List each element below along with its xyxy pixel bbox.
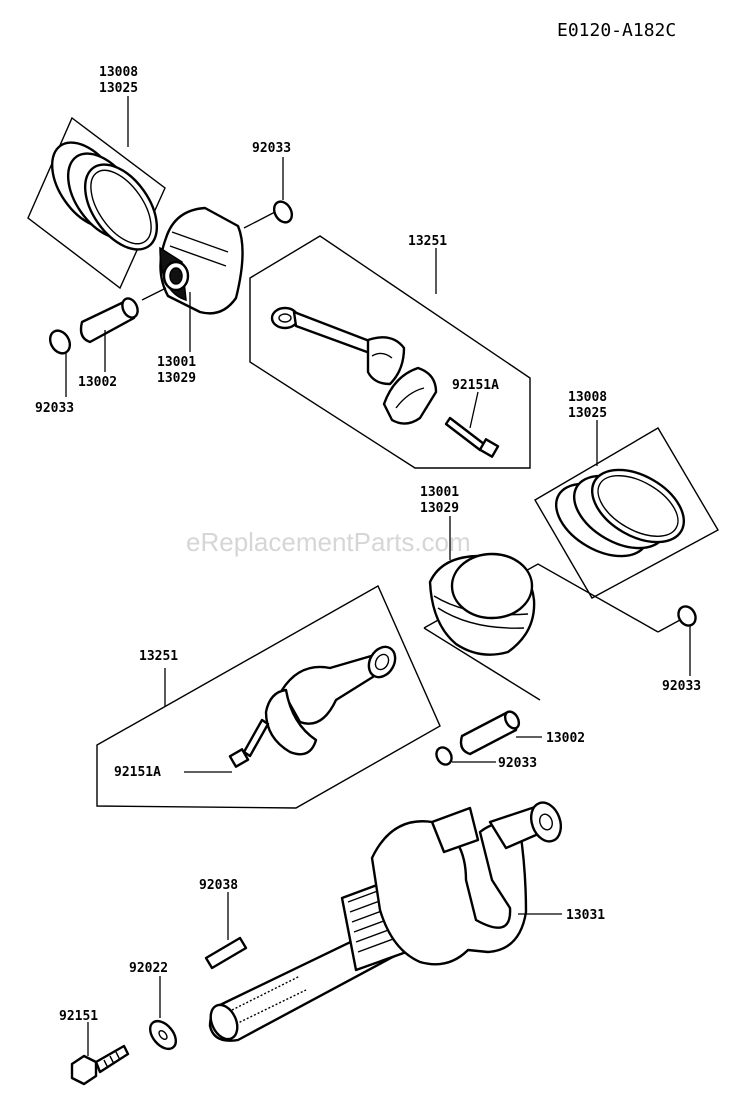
conrod-bottom-box	[96, 585, 441, 809]
conrod-bottom-group	[96, 585, 441, 809]
crankshaft	[208, 801, 563, 1042]
ring-set-top-group	[27, 116, 166, 290]
washer	[148, 1019, 178, 1051]
leader-pin-link	[141, 287, 167, 301]
piston-mid	[423, 552, 659, 701]
crankshaft-bolt	[70, 1044, 130, 1086]
pin-clip-top-right	[272, 200, 294, 224]
connecting-rod-bottom	[280, 645, 397, 725]
piston-ring-set-right	[554, 468, 686, 558]
rod-bolt-top	[444, 416, 500, 458]
leader-clip-link	[243, 211, 276, 229]
woodruff-key	[204, 936, 248, 970]
label-piston-mid-2: 13029	[420, 501, 459, 516]
label-piston-top-1: 13001	[157, 355, 196, 370]
ring-set-box	[27, 116, 166, 290]
label-pin-bottom: 13002	[546, 731, 585, 746]
pin-clip-top-left	[48, 329, 72, 355]
label-ring-right-1: 13008	[568, 390, 607, 405]
label-pin-top: 13002	[78, 375, 117, 390]
label-washer: 92022	[129, 961, 168, 976]
piston-pin-top	[79, 297, 139, 344]
leader-clip-right-link	[657, 619, 681, 633]
piston-top	[159, 206, 244, 315]
rod-cap-bottom	[264, 688, 318, 756]
rod-bolt-bottom	[228, 718, 270, 768]
connecting-rod-top	[270, 306, 406, 386]
label-clip-bottom: 92033	[498, 756, 537, 771]
label-ring-top-2: 13025	[99, 81, 138, 96]
label-ring-right-2: 13025	[568, 406, 607, 421]
label-clip-right: 92033	[662, 679, 701, 694]
leader-bolt-top	[469, 391, 479, 429]
label-clip-top-left: 92033	[35, 401, 74, 416]
label-bolt-bottom: 92151A	[114, 765, 161, 780]
label-clip-top-right: 92033	[252, 141, 291, 156]
label-piston-top-2: 13029	[157, 371, 196, 386]
conrod-top-group	[249, 235, 531, 469]
label-crank-bolt: 92151	[59, 1009, 98, 1024]
piston-pin-bottom	[459, 710, 521, 756]
conrod-top-box	[249, 235, 531, 469]
label-ring-top-1: 13008	[99, 65, 138, 80]
ring-set-right-box	[534, 427, 719, 599]
piston-ring-set-top	[50, 141, 159, 251]
label-conrod-bottom: 13251	[139, 649, 178, 664]
label-piston-mid-1: 13001	[420, 485, 459, 500]
pin-clip-right	[677, 605, 697, 627]
label-conrod-top: 13251	[408, 234, 447, 249]
watermark: eReplacementParts.com	[186, 527, 471, 557]
label-key: 92038	[199, 878, 238, 893]
label-crankshaft: 13031	[566, 908, 605, 923]
label-bolt-top: 92151A	[452, 378, 499, 393]
ring-set-right-group	[534, 427, 719, 599]
rod-cap-top	[382, 366, 438, 425]
pin-clip-bottom	[435, 746, 453, 766]
diagram-code: E0120-A182C	[557, 20, 676, 41]
